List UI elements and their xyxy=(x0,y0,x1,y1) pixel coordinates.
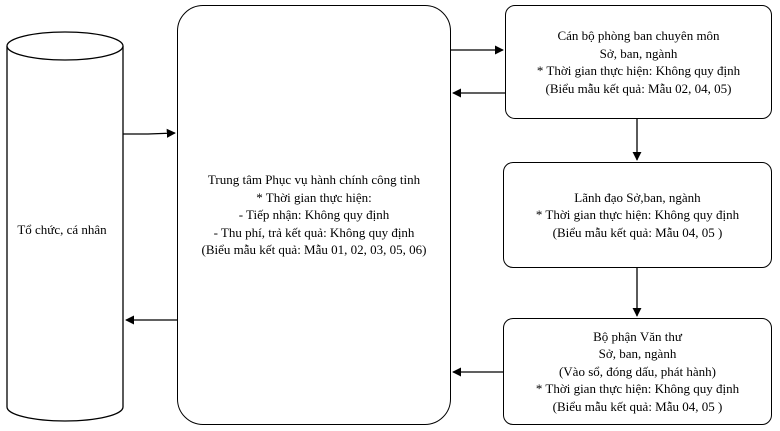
step1-title: Cán bộ phòng ban chuyên môn xyxy=(557,28,720,43)
step-node-clerical: Bộ phận Văn thư Sở, ban, ngành (Vào sổ, … xyxy=(503,318,772,425)
step-node-leader: Lãnh đạo Sở,ban, ngành * Thời gian thực … xyxy=(503,162,772,268)
actor-label: Tổ chức, cá nhân xyxy=(17,222,107,237)
center-node: Trung tâm Phục vụ hành chính công tỉnh *… xyxy=(177,5,451,425)
step3-time: * Thời gian thực hiện: Không quy định xyxy=(535,381,740,397)
step-node-specialist: Cán bộ phòng ban chuyên môn Sở, ban, ngà… xyxy=(505,5,772,119)
center-fee-return-time: - Thu phí, trả kết quả: Không quy định xyxy=(213,224,415,240)
step2-time: * Thời gian thực hiện: Không quy định xyxy=(535,207,740,223)
step3-note: (Vào sổ, đóng dấu, phát hành) xyxy=(558,363,717,379)
center-title: Trung tâm Phục vụ hành chính công tỉnh xyxy=(207,172,421,188)
actor-cylinder xyxy=(6,31,124,422)
step3-result-forms: (Biểu mẫu kết quả: Mẫu 04, 05 ) xyxy=(552,398,723,414)
step1-unit: Sở, ban, ngành xyxy=(599,45,678,61)
center-result-forms: (Biểu mẫu kết quả: Mẫu 01, 02, 03, 05, 0… xyxy=(201,242,427,258)
step2-title: Lãnh đạo Sở,ban, ngành xyxy=(574,189,701,205)
step3-unit: Sở, ban, ngành xyxy=(598,346,677,362)
center-receive-time: - Tiếp nhận: Không quy định xyxy=(238,207,390,223)
center-time-heading: * Thời gian thực hiện: xyxy=(256,189,372,205)
actor-node: Tổ chức, cá nhân xyxy=(2,60,122,400)
step1-time: * Thời gian thực hiện: Không quy định xyxy=(536,63,741,78)
arrow-actor-to-center xyxy=(123,128,176,138)
step1-result-forms: (Biểu mẫu kết quả: Mẫu 02, 04, 05) xyxy=(545,80,732,96)
step3-title: Bộ phận Văn thư xyxy=(593,328,682,344)
step2-result-forms: (Biểu mẫu kết quả: Mẫu 04, 05 ) xyxy=(552,224,723,240)
